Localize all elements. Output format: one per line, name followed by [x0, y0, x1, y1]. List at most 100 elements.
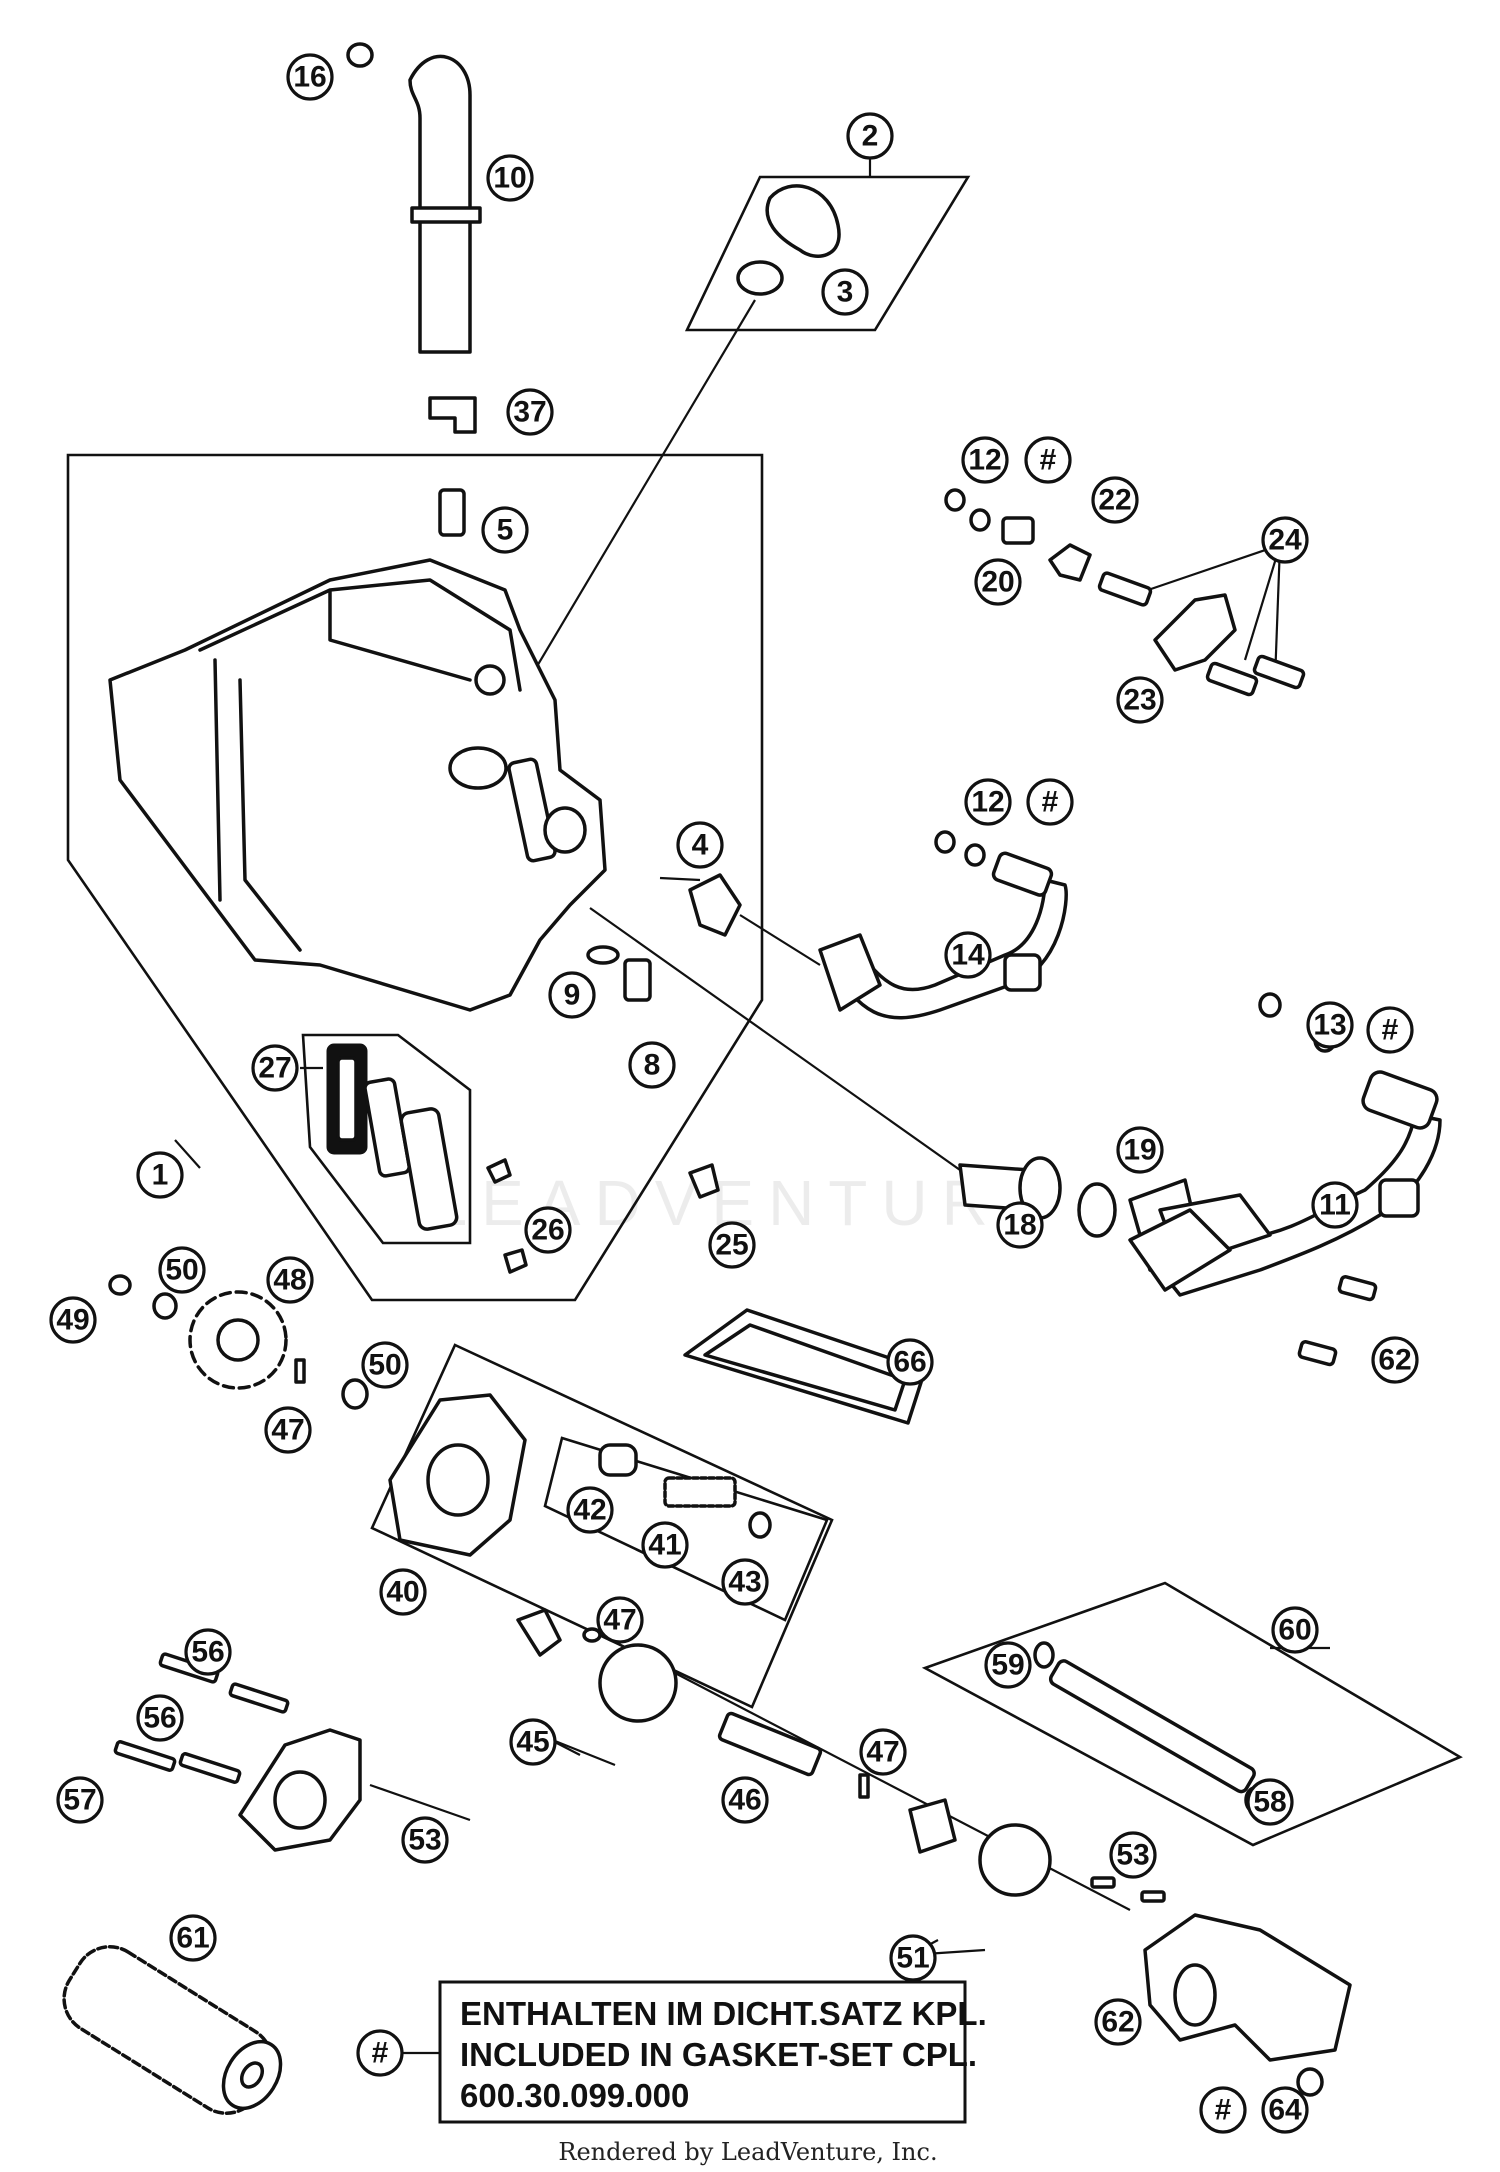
svg-text:53: 53: [408, 1824, 441, 1857]
tank-cap: [765, 184, 841, 258]
callout-47b: 47: [596, 1596, 644, 1644]
callout-1: 1: [136, 1151, 184, 1199]
callout-62a: 62: [1371, 1336, 1419, 1384]
svg-text:#: #: [1042, 786, 1059, 819]
shaft-46: [717, 1711, 823, 1777]
oil-hose-14: [818, 830, 1068, 1020]
svg-text:59: 59: [991, 1649, 1024, 1682]
bushing-20: [1001, 516, 1035, 545]
cap-group-frame: [684, 175, 971, 332]
screw-26a: [486, 1158, 512, 1184]
callout-41: 41: [641, 1521, 689, 1569]
callout-64: 64: [1261, 2086, 1309, 2134]
svg-text:50: 50: [368, 1349, 401, 1382]
bracket-23: [1153, 593, 1237, 672]
callout-8: 8: [628, 1041, 676, 1089]
svg-text:62: 62: [1378, 1344, 1411, 1377]
callout-11: 11: [1311, 1181, 1359, 1229]
callout-37: 37: [506, 388, 554, 436]
flange: [1128, 1208, 1232, 1292]
callout-50b: 50: [361, 1341, 409, 1389]
callouts: 16 10 2 3 37 5 12 # 22 20 24 23 12 # 4 1…: [49, 53, 1419, 2134]
svg-text:37: 37: [513, 396, 546, 429]
svg-text:12: 12: [968, 444, 1001, 477]
pin-47b: [582, 1627, 602, 1643]
callout-42: 42: [566, 1486, 614, 1534]
svg-text:#: #: [1215, 2094, 1232, 2127]
callout-4: 4: [676, 821, 724, 869]
bolt-24b: [1205, 661, 1259, 697]
bolt-24a: [1097, 571, 1153, 607]
svg-text:51: 51: [896, 1942, 929, 1975]
clip-49: [108, 1274, 132, 1296]
svg-text:46: 46: [728, 1784, 761, 1817]
svg-text:66: 66: [893, 1346, 926, 1379]
gasket-group-frame: [301, 1033, 472, 1245]
gasket-set-note: ENTHALTEN IM DICHT.SATZ KPL. INCLUDED IN…: [438, 1980, 987, 2124]
callout-hash-e: #: [1199, 2086, 1247, 2134]
callout-hash-d: #: [356, 2029, 404, 2077]
svg-text:53: 53: [1116, 1839, 1149, 1872]
svg-text:9: 9: [564, 979, 581, 1012]
svg-text:40: 40: [386, 1576, 419, 1609]
spring-41: [663, 1476, 737, 1508]
pin-47c: [858, 1773, 870, 1799]
oring-64: [1296, 2067, 1324, 2097]
clamp-37: [428, 396, 477, 434]
svg-text:4: 4: [692, 829, 709, 862]
svg-text:11: 11: [1319, 1189, 1351, 1222]
svg-text:62: 62: [1101, 2006, 1134, 2039]
svg-text:19: 19: [1123, 1134, 1156, 1167]
bolt-24c: [1252, 654, 1306, 690]
washer-9: [586, 945, 620, 965]
breather-hose: [408, 54, 482, 354]
callout-51: 51: [889, 1934, 937, 1982]
callout-53b: 53: [1109, 1831, 1157, 1879]
elbow-4: [688, 873, 742, 937]
svg-text:41: 41: [648, 1529, 681, 1562]
svg-text:61: 61: [176, 1922, 209, 1955]
svg-text:16: 16: [293, 61, 326, 94]
svg-text:14: 14: [951, 939, 985, 972]
svg-text:27: 27: [258, 1052, 291, 1085]
callout-19: 19: [1116, 1126, 1164, 1174]
plate-22: [1048, 543, 1092, 582]
callout-25: 25: [708, 1221, 756, 1269]
svg-text:2: 2: [862, 120, 879, 153]
svg-text:20: 20: [981, 566, 1014, 599]
callout-53a: 53: [401, 1816, 449, 1864]
svg-text:25: 25: [715, 1229, 748, 1262]
callout-49: 49: [49, 1296, 97, 1344]
screw-62b: [1297, 1340, 1338, 1367]
svg-text:8: 8: [644, 1049, 661, 1082]
ring-12a2: [969, 508, 991, 532]
callout-14: 14: [944, 931, 992, 979]
callout-5: 5: [481, 506, 529, 554]
svg-text:5: 5: [497, 514, 514, 547]
gasket-27c: [399, 1107, 459, 1231]
callout-hash-c: #: [1366, 1006, 1414, 1054]
ring-12a: [944, 488, 966, 512]
svg-text:47: 47: [603, 1604, 636, 1637]
rotor-51b: [978, 1823, 1052, 1897]
callout-60: 60: [1271, 1606, 1319, 1654]
screw-25: [688, 1163, 720, 1199]
rotor-45a: [516, 1608, 562, 1657]
svg-text:18: 18: [1003, 1209, 1036, 1242]
cap-oring-3: [736, 260, 784, 296]
callout-59: 59: [984, 1641, 1032, 1689]
washer-50a: [152, 1292, 178, 1320]
rotor-45b: [598, 1643, 678, 1723]
callout-20: 20: [974, 558, 1022, 606]
callout-10: 10: [486, 154, 534, 202]
svg-text:60: 60: [1278, 1614, 1311, 1647]
callout-23: 23: [1116, 676, 1164, 724]
callout-66: 66: [886, 1338, 934, 1386]
svg-text:3: 3: [837, 276, 854, 309]
washer-50b: [341, 1378, 369, 1410]
footer-credit: Rendered by LeadVenture, Inc.: [558, 2138, 937, 2166]
note-line-3: 600.30.099.000: [460, 2077, 689, 2114]
note-line-1: ENTHALTEN IM DICHT.SATZ KPL.: [460, 1995, 987, 2032]
callout-50a: 50: [158, 1246, 206, 1294]
